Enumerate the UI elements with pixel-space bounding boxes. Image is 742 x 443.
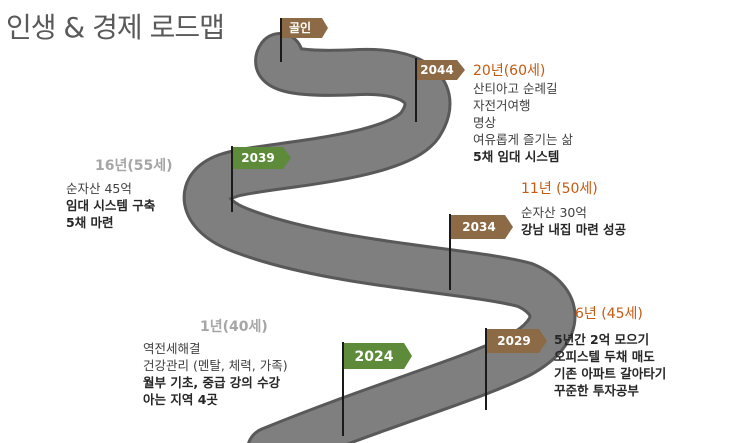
flag-2044: 2044 <box>415 58 465 122</box>
list-item: 순자산 45억 <box>66 181 132 196</box>
milestone-text-2034: 순자산 30억 강남 내집 마련 성공 <box>521 204 626 238</box>
list-item: 꾸준한 투자공부 <box>554 383 639 398</box>
list-item: 기존 아파트 갈아타기 <box>554 366 667 381</box>
flag-label: 2034 <box>462 220 495 234</box>
milestone-text-2039: 순자산 45억 임대 시스템 구축 5채 마련 <box>66 180 155 231</box>
flag-label: 2029 <box>497 334 530 348</box>
flag-2029: 2029 <box>485 328 547 410</box>
flag-label: 2039 <box>241 151 274 165</box>
list-item: 강남 내집 마련 성공 <box>521 222 627 237</box>
milestone-text-2024: 역전세해결 건강관리 (멘탈, 체력, 가족) 월부 기초, 중급 강의 수강 … <box>143 340 288 408</box>
list-item: 5채 임대 시스템 <box>473 149 560 164</box>
list-item: 순자산 30억 <box>521 205 587 220</box>
flag-2034: 2034 <box>449 214 513 290</box>
list-item: 명상 <box>473 115 497 130</box>
list-item: 역전세해결 <box>143 341 201 356</box>
milestone-text-2044: 산티아고 순례길 자전거여행 명상 여유롭게 즐기는 삶 5채 임대 시스템 <box>473 80 573 165</box>
milestone-age-2039: 16년(55세) <box>95 158 173 174</box>
list-item: 여유롭게 즐기는 삶 <box>473 132 573 147</box>
milestone-text-2029: 5년간 2억 모으기 오피스텔 두채 매도 기존 아파트 갈아타기 꾸준한 투자… <box>554 331 666 399</box>
list-item: 5채 마련 <box>66 215 114 230</box>
list-item: 건강관리 (멘탈, 체력, 가족) <box>143 358 288 373</box>
flag-label: 2024 <box>355 349 394 365</box>
flag-label: 2044 <box>420 63 453 77</box>
milestone-age-2029: 6년 (45세) <box>575 306 643 322</box>
list-item: 5년간 2억 모으기 <box>554 332 650 347</box>
page-title: 인생 & 경제 로드맵 <box>6 11 225 44</box>
flag-goal: 골인 <box>280 18 328 62</box>
milestone-age-2034: 11년 (50세) <box>521 181 598 197</box>
list-item: 월부 기초, 중급 강의 수강 <box>143 375 281 390</box>
list-item: 산티아고 순례길 <box>473 81 558 96</box>
list-item: 오피스텔 두채 매도 <box>554 349 655 364</box>
road-surface <box>185 35 574 443</box>
list-item: 임대 시스템 구축 <box>66 198 156 213</box>
milestone-age-2044: 20년(60세) <box>473 63 546 79</box>
milestone-age-2024: 1년(40세) <box>200 319 268 335</box>
flag-2039: 2039 <box>231 146 291 212</box>
flag-label: 골인 <box>289 20 311 35</box>
list-item: 자전거여행 <box>473 98 531 113</box>
flag-2024: 2024 <box>342 342 412 436</box>
list-item: 아는 지역 4곳 <box>143 392 218 407</box>
